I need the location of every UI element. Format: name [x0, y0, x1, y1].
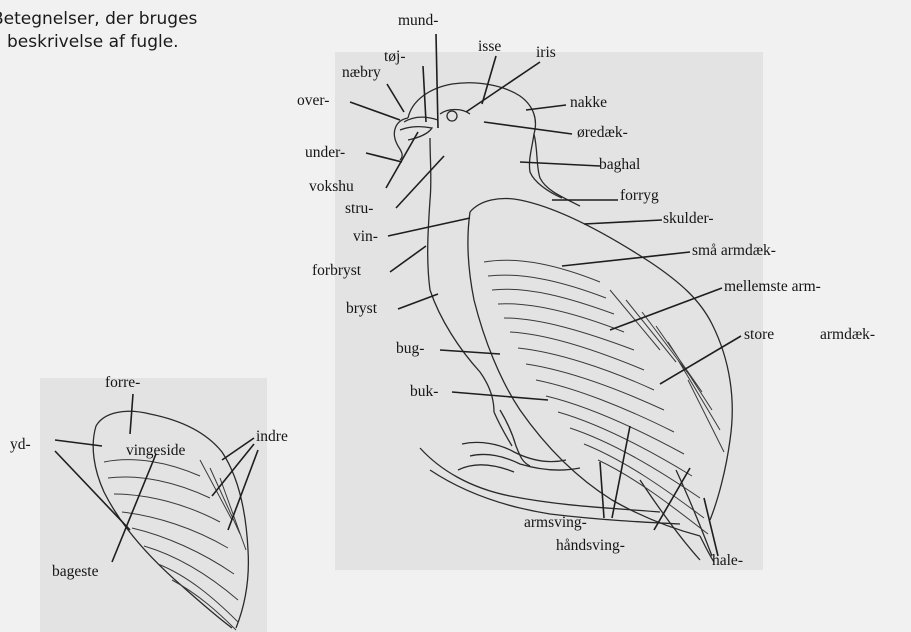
leader-buk	[452, 392, 548, 400]
leader-oredaek	[484, 122, 572, 134]
label-naebry: næbry	[342, 64, 381, 82]
leader-yd-2	[55, 451, 130, 530]
leader-naebry	[387, 84, 404, 112]
label-bryst: bryst	[346, 300, 377, 318]
label-forbryst: forbryst	[312, 262, 361, 280]
label-hale: hale-	[712, 552, 743, 570]
leader-forre	[130, 394, 133, 434]
leader-yd	[55, 440, 102, 446]
eagle-illustration	[394, 83, 732, 562]
label-toj: tøj-	[384, 48, 406, 66]
label-iris: iris	[536, 44, 556, 62]
label-skulder: skulder-	[663, 210, 713, 228]
label-vingeside: vingeside	[126, 442, 185, 460]
leader-bryst	[398, 294, 438, 309]
label-indre: indre	[256, 428, 288, 446]
label-nakke: nakke	[570, 94, 607, 112]
label-mellemste-arm: mellemste arm-	[724, 278, 821, 296]
label-forre: forre-	[105, 374, 140, 392]
label-over: over-	[297, 92, 329, 110]
label-sma-armdaek: små armdæk-	[692, 242, 776, 260]
leader-forbryst	[390, 246, 426, 272]
leader-under	[366, 153, 402, 162]
leader-over	[350, 102, 400, 120]
leader-baghal	[520, 162, 600, 166]
label-yd: yd-	[10, 436, 31, 454]
label-handsving: håndsving-	[556, 537, 625, 555]
label-stru: stru-	[345, 200, 373, 218]
leader-bageste	[112, 454, 156, 562]
label-store: store	[744, 326, 774, 344]
label-vin: vin-	[353, 228, 378, 246]
wing-leader-lines	[55, 394, 258, 562]
leader-armsving-2	[612, 426, 630, 518]
bird-leader-lines	[350, 34, 741, 556]
leader-handsving	[654, 468, 690, 530]
label-armsving: armsving-	[524, 514, 587, 532]
leader-mellemste-arm	[610, 288, 722, 330]
leader-nakke	[526, 105, 566, 110]
label-forryg: forryg	[620, 187, 659, 205]
leader-store	[660, 336, 741, 384]
leader-indre-3	[228, 450, 258, 530]
label-armdaek: armdæk-	[820, 326, 875, 344]
leader-skulder	[584, 220, 662, 224]
label-mund: mund-	[398, 12, 438, 30]
label-buk: buk-	[410, 383, 438, 401]
label-bug: bug-	[396, 340, 424, 358]
label-baghal: baghal	[599, 156, 640, 174]
leader-mund	[436, 34, 438, 128]
label-bageste: bageste	[52, 563, 98, 581]
leader-sma-armdaek	[562, 252, 690, 266]
label-under: under-	[305, 144, 345, 162]
label-isse: isse	[478, 38, 501, 56]
label-oredaek: øredæk-	[577, 124, 628, 142]
leader-stru	[396, 156, 444, 208]
label-vokshu: vokshu	[309, 178, 354, 196]
leader-armsving	[600, 462, 604, 518]
